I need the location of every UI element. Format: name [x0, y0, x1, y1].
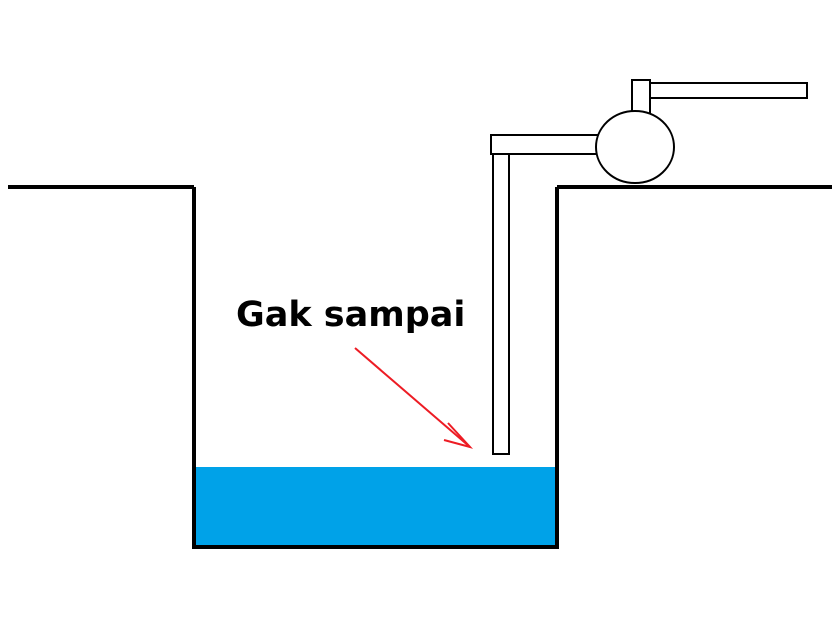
well-pit-outline [192, 187, 559, 549]
annotation-label: Gak sampai [236, 295, 465, 335]
suction-pipe-horizontal [490, 134, 600, 155]
pump-riser-pipe [631, 79, 651, 115]
water-body [194, 467, 557, 547]
discharge-pipe [649, 82, 808, 99]
pump-body [595, 110, 675, 184]
suction-pipe-vertical [492, 153, 510, 455]
annotation-arrow-head [443, 422, 474, 449]
annotation-arrow-shaft [354, 347, 471, 448]
